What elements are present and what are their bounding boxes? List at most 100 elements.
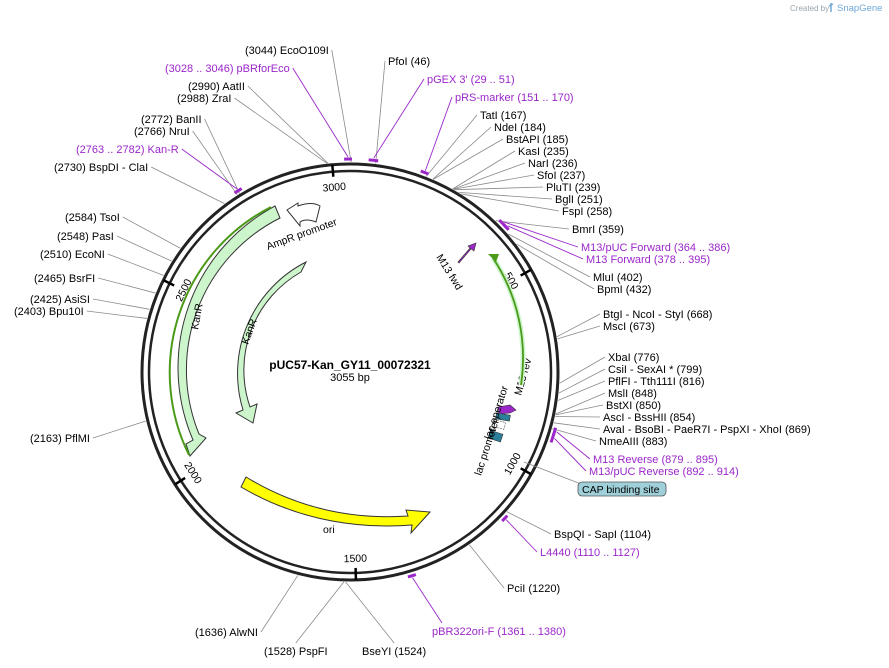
site-leader-line [506, 511, 552, 535]
plasmid-name: pUC57-Kan_GY11_00072321 [269, 358, 431, 372]
site-leader-line [558, 368, 606, 394]
site-leader-line [469, 544, 505, 589]
site-label-tati: TatI (167) [480, 110, 526, 122]
primer-label-m13-puc-reverse: M13/pUC Reverse (892 .. 914) [589, 466, 739, 478]
tick-mark [520, 467, 532, 476]
feature-kanr-inner: KanR [234, 260, 308, 424]
tick-label: 1000 [502, 451, 524, 477]
primer-mark [502, 223, 510, 231]
primer-leader-line [554, 438, 587, 472]
site-label-asisi: (2425) AsiSI [30, 294, 90, 306]
site-leader-line [150, 166, 225, 204]
site-leader-line [453, 174, 535, 190]
site-label-btgi: BtgI - NcoI - StyI (668) [603, 309, 712, 321]
site-label-pflfi: PflFI - Tth111I (816) [608, 376, 705, 388]
site-label-econi: (2510) EcoNI [40, 249, 105, 261]
site-leader-line [92, 298, 150, 310]
site-leader-line [461, 193, 560, 212]
primer-labels: (3028 .. 3046) pBRforEco pGEX 3' (29 .. … [76, 63, 739, 638]
primer-leader-line [505, 519, 538, 553]
site-label-tsoi: (2584) TsoI [65, 212, 120, 224]
site-leader-line [432, 126, 492, 180]
feature-m13-fwd-arrow: M13 fwd [433, 242, 477, 292]
site-leader-lines [86, 49, 606, 644]
site-label-bstapi: BstAPI (185) [506, 134, 568, 146]
site-label-pcii: PciI (1220) [507, 583, 560, 595]
primer-leader-line [373, 78, 425, 159]
primer-label-m13-puc-forward: M13/pUC Forward (364 .. 386) [581, 242, 730, 254]
site-label-bgli: BglI (251) [555, 194, 603, 206]
site-leader-line [452, 150, 516, 190]
primer-label-pgex3: pGEX 3' (29 .. 51) [427, 74, 515, 86]
primer-mark [233, 187, 243, 195]
site-label-pspfi: (1528) PspFI [264, 646, 328, 658]
tick-label: 2000 [181, 460, 204, 486]
restriction-site-labels: (3044) EcoO109I PfoI (46) (2990) AatII (… [14, 45, 811, 658]
tick-label: 1500 [343, 553, 367, 566]
site-label-avai: AvaI - BsoBI - PaeR7I - PspXI - XhoI (86… [603, 424, 811, 436]
feature-lac-region: M13 rev lac operator lac promoter [472, 356, 534, 477]
site-label-bpu10i: (2403) Bpu10I [14, 306, 84, 318]
site-leader-line [433, 138, 504, 180]
site-leader-line [295, 581, 345, 644]
site-leader-line [98, 277, 156, 294]
site-label-asci: AscI - BssHII (854) [603, 412, 695, 424]
primer-mark [501, 514, 509, 523]
cap-binding-site: CAP binding site [523, 461, 667, 497]
site-label-csii: CsiI - SexAI * (799) [608, 364, 702, 376]
site-label-pluti: PluTI (239) [546, 182, 600, 194]
site-leader-line [107, 253, 164, 276]
site-label-fspi: FspI (258) [562, 206, 612, 218]
site-label-msci: MscI (673) [603, 321, 655, 333]
primer-label-pbr322ori-f: pBR322ori-F (1361 .. 1380) [432, 626, 566, 638]
lac-promoter-label: lac promoter [472, 417, 502, 477]
kanr-outer-label: KanR [189, 302, 205, 330]
site-leader-line [345, 581, 395, 644]
site-leader-line [495, 220, 570, 230]
primer-leader-line [556, 431, 591, 460]
primer-mark [368, 158, 379, 163]
site-leader-line [454, 186, 544, 191]
primer-label-prs-marker: pRS-marker (151 .. 170) [455, 92, 574, 104]
primer-leader-line [292, 67, 349, 158]
primer-label-pbrforeco: (3028 .. 3046) pBRforEco [165, 63, 290, 75]
feature-ori: ori [240, 476, 432, 536]
tick-mark [162, 279, 175, 287]
primer-leader-line [503, 221, 579, 248]
site-label-mlui: MluI (402) [593, 272, 643, 284]
site-leader-line [247, 85, 329, 164]
site-leader-line [555, 404, 604, 416]
site-label-pflmi: (2163) PflMI [30, 433, 90, 445]
site-label-nari: NarI (236) [528, 158, 578, 170]
site-leader-line [92, 420, 146, 439]
site-leader-line [452, 162, 526, 190]
site-label-bspdi: (2730) BspDI - ClaI [54, 162, 148, 174]
site-leader-line [86, 310, 147, 319]
site-label-sfoi: SfoI (237) [537, 170, 585, 182]
site-label-bseyi: BseYI (1524) [362, 646, 426, 658]
site-label-kasi: KasI (235) [518, 146, 569, 158]
snapgene-logo-icon [828, 3, 834, 12]
site-label-banii: (2772) BanII [141, 114, 202, 126]
primer-mark [407, 573, 417, 579]
primer-mark [420, 169, 430, 176]
feature-inner-arc-right [488, 254, 526, 386]
site-leader-line [375, 60, 386, 164]
snapgene-brand-text: SnapGene [837, 3, 882, 14]
site-label-nmeaiii: NmeAIII (883) [599, 436, 667, 448]
primer-mark [549, 432, 556, 443]
site-label-nrui: (2766) NruI [134, 126, 190, 138]
tick-label: 3000 [322, 181, 346, 195]
tick-mark [331, 164, 335, 177]
ampr-promoter-label: AmpR promoter [265, 216, 339, 253]
primer-marks [181, 67, 591, 624]
site-label-bstxi: BstXI (850) [606, 400, 661, 412]
plasmid-size: 3055 bp [330, 372, 370, 384]
primer-leader-line [412, 577, 443, 624]
primer-label-kan-r: (2763 .. 2782) Kan-R [76, 144, 179, 156]
site-leader-line [122, 216, 181, 249]
site-label-zrai: (2988) ZraI [177, 93, 231, 105]
created-by-text: Created by [790, 4, 829, 13]
feature-kanr-outer: KanR [168, 205, 281, 457]
